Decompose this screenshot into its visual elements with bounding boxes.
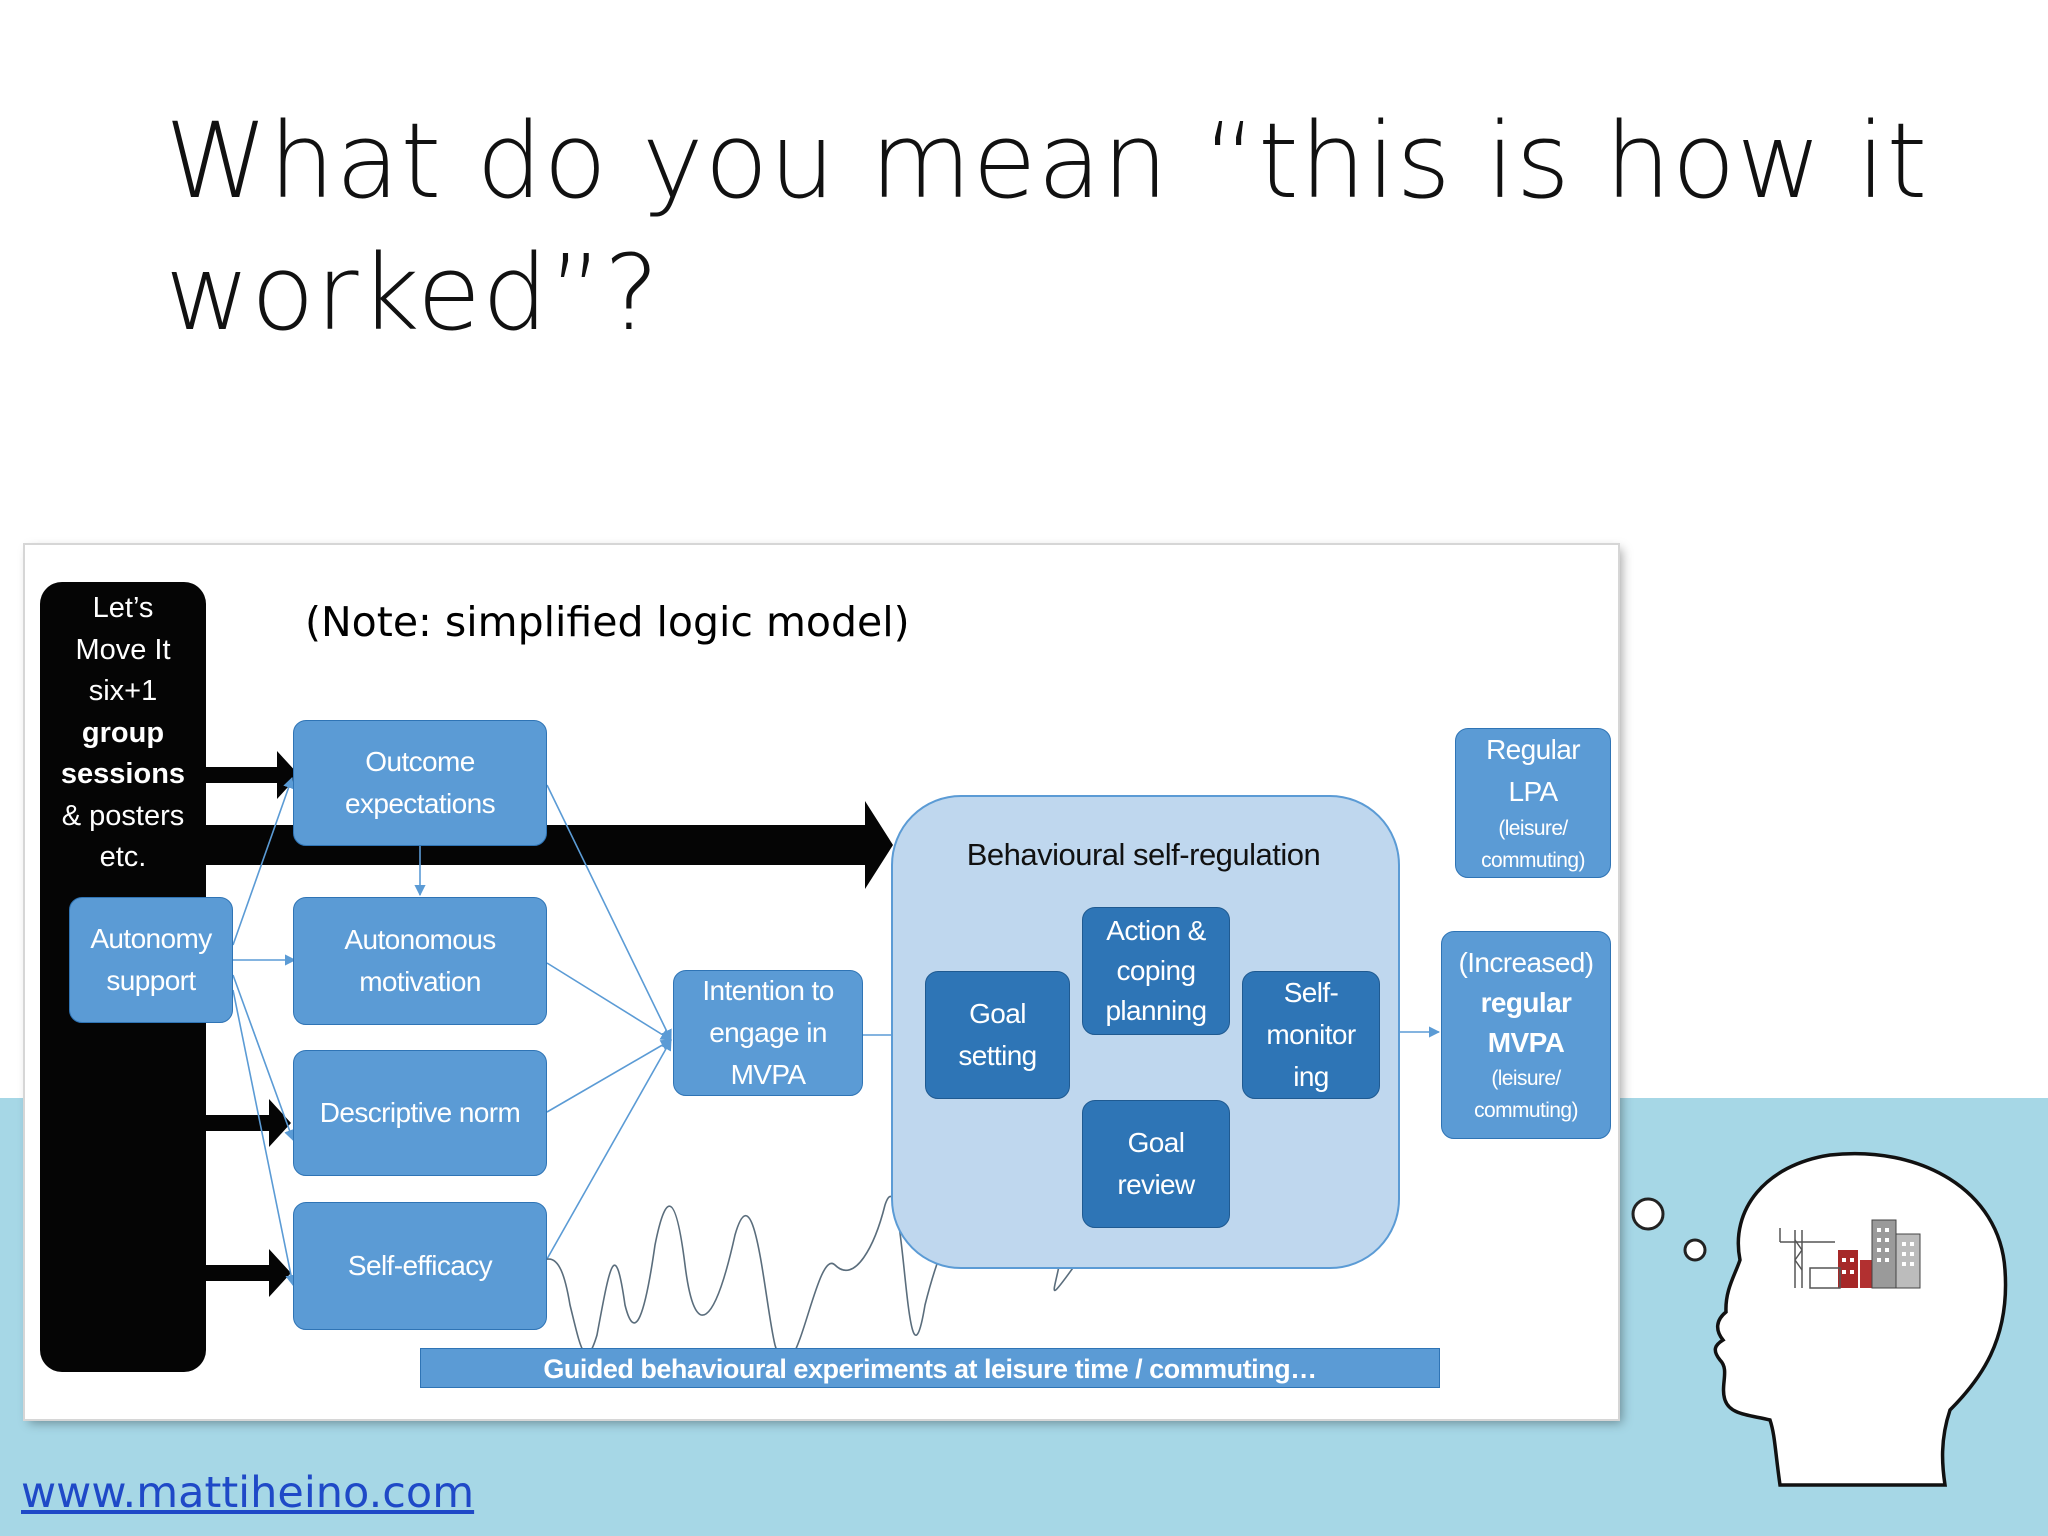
box-line: Goal bbox=[969, 998, 1026, 1029]
guided-experiments-bar: Guided behavioural experiments at leisur… bbox=[420, 1348, 1440, 1388]
sidebar-line: etc. bbox=[99, 841, 147, 873]
diagram-note: (Note: simplified logic model) bbox=[305, 598, 910, 646]
intention-box: Intention to engage in MVPA bbox=[673, 970, 863, 1096]
website-link[interactable]: www.mattiheino.com bbox=[21, 1468, 475, 1518]
goal-setting-box: Goal setting bbox=[925, 971, 1070, 1099]
box-line: Action & bbox=[1106, 915, 1206, 946]
box-line: MVPA bbox=[730, 1059, 806, 1090]
arrow-to-self-efficacy bbox=[205, 1249, 291, 1297]
sidebar-line: sessions bbox=[60, 758, 186, 790]
box-line: ing bbox=[1293, 1061, 1329, 1092]
sidebar-line: six+1 bbox=[88, 675, 158, 707]
thought-bubble-icon bbox=[1683, 1238, 1707, 1262]
box-line: engage in bbox=[709, 1017, 827, 1048]
box-line: planning bbox=[1105, 995, 1207, 1026]
box-line: Self-efficacy bbox=[347, 1250, 493, 1281]
box-line: (leisure/ bbox=[1498, 817, 1568, 840]
big-arrow-to-self-regulation bbox=[205, 801, 893, 889]
increased-mvpa-box: (Increased) regular MVPA (leisure/ commu… bbox=[1441, 931, 1611, 1139]
outcome-expectations-box: Outcome expectations bbox=[293, 720, 547, 846]
box-line: (Increased) bbox=[1458, 947, 1594, 978]
connector bbox=[546, 1039, 672, 1260]
box-line: Descriptive norm bbox=[319, 1097, 521, 1128]
sidebar-line: Let’s bbox=[92, 592, 154, 624]
slide-title-line-2: worked”? bbox=[165, 232, 661, 354]
box-line: MVPA bbox=[1487, 1027, 1565, 1058]
box-line: Intention to bbox=[702, 975, 834, 1006]
descriptive-norm-box: Descriptive norm bbox=[293, 1050, 547, 1176]
arrow-to-outcome-expectations bbox=[205, 751, 299, 799]
sidebar-line: group bbox=[81, 716, 165, 749]
regular-lpa-box: Regular LPA (leisure/ commuting) bbox=[1455, 728, 1611, 878]
box-line: regular bbox=[1480, 987, 1572, 1018]
autonomy-support-box: Autonomy support bbox=[69, 897, 233, 1023]
connector bbox=[546, 784, 672, 1042]
box-line: setting bbox=[958, 1040, 1037, 1071]
sidebar-text: Let’s Move It six+1 group sessions & pos… bbox=[40, 588, 206, 879]
self-regulation-title: Behavioural self-regulation bbox=[966, 837, 1321, 872]
self-efficacy-box: Self-efficacy bbox=[293, 1202, 547, 1330]
connector bbox=[232, 989, 297, 1287]
action-coping-planning-box: Action & coping planning bbox=[1082, 907, 1230, 1035]
box-line: Goal bbox=[1127, 1127, 1185, 1158]
sidebar-line: & posters bbox=[61, 799, 185, 832]
box-line: Outcome bbox=[365, 746, 475, 777]
box-line: Autonomous bbox=[344, 924, 496, 955]
connector bbox=[232, 776, 294, 946]
city-buildings-icon bbox=[1779, 1219, 1921, 1289]
box-line: support bbox=[106, 965, 196, 996]
thinking-head-icon bbox=[1631, 1151, 2008, 1487]
slide-title: What do you mean “this is how it worked”… bbox=[165, 95, 1965, 359]
box-line: Autonomy bbox=[90, 923, 212, 954]
box-line: (leisure/ bbox=[1491, 1067, 1561, 1090]
slide-title-line-1: What do you mean “this is how it bbox=[165, 100, 1929, 222]
box-line: expectations bbox=[344, 788, 496, 819]
box-line: commuting) bbox=[1474, 1099, 1578, 1122]
logic-model-diagram: Let’s Move It six+1 group sessions & pos… bbox=[25, 545, 1618, 1419]
box-line: commuting) bbox=[1481, 849, 1585, 872]
box-line: LPA bbox=[1508, 776, 1558, 807]
box-line: motivation bbox=[359, 966, 481, 997]
box-line: review bbox=[1117, 1169, 1195, 1200]
sidebar-line: Move It bbox=[75, 633, 171, 666]
connector bbox=[232, 974, 295, 1142]
connector bbox=[546, 1039, 672, 1113]
autonomous-motivation-box: Autonomous motivation bbox=[293, 897, 547, 1025]
box-line: monitor bbox=[1266, 1019, 1356, 1050]
thought-bubble-icon bbox=[1631, 1197, 1665, 1231]
box-line: Self- bbox=[1283, 977, 1339, 1008]
self-monitoring-box: Self- monitor ing bbox=[1242, 971, 1380, 1099]
arrow-to-descriptive-norm bbox=[205, 1099, 291, 1147]
box-line: Regular bbox=[1486, 734, 1580, 765]
box-line: coping bbox=[1116, 955, 1197, 986]
connector bbox=[546, 962, 672, 1041]
goal-review-box: Goal review bbox=[1082, 1100, 1230, 1228]
